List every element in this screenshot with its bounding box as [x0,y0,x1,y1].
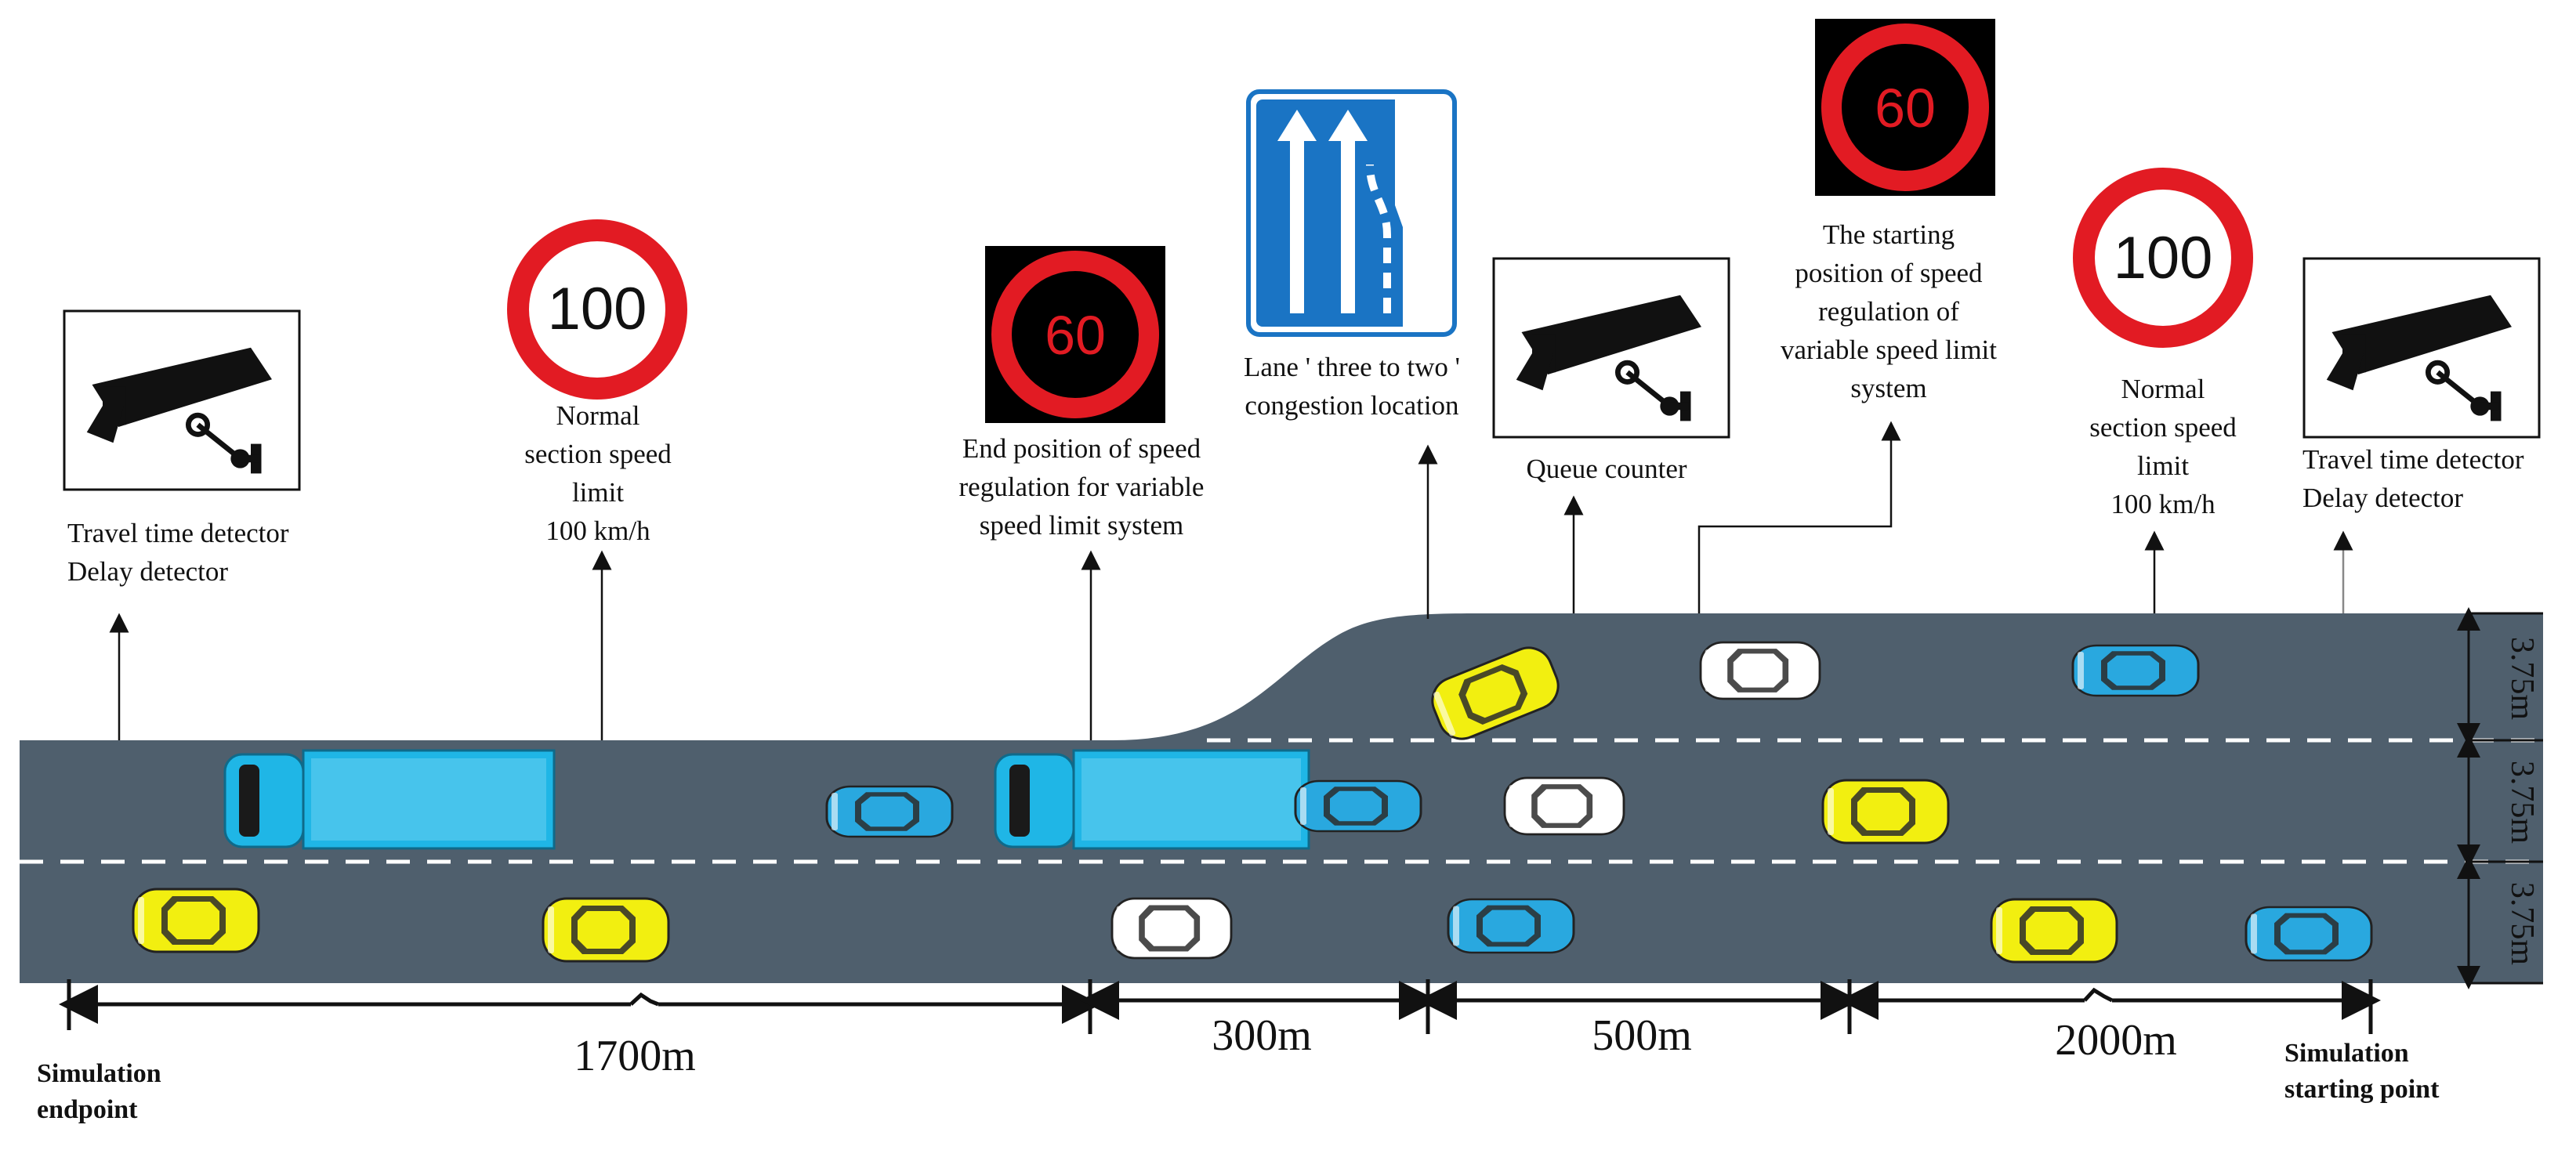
speed-limit-sign-icon: 100 [507,219,687,400]
lane-width-label: 3.75m [2504,636,2540,721]
pointer-arrows [109,421,2353,740]
speed-limit-sign-icon: 100 [2073,168,2253,348]
surveillance-camera-icon [2302,257,2541,439]
car-icon [1821,779,1950,844]
lane-width-label: 3.75m [2504,760,2540,844]
car-icon [1447,898,1575,954]
distance-label-2000: 2000m [2055,1016,2177,1065]
speed-limit-value: 100 [548,276,647,342]
distance-label-1700: 1700m [574,1032,696,1080]
queue-counter-label: Queue counter [1526,454,1687,484]
car-icon [1699,641,1821,700]
variable-speed-sign-icon: 60 [985,246,1165,423]
lane-width-label: 3.75m [2504,881,2540,966]
vsl-value: 60 [1045,305,1106,366]
lane-width-dimension [2457,607,2543,989]
distance-label-500: 500m [1592,1011,1692,1060]
surveillance-camera-icon [63,309,301,491]
car-icon [1294,779,1422,833]
car-icon [1503,776,1625,836]
surveillance-camera-icon [1492,257,1730,439]
car-icon [825,785,954,838]
speed-limit-value: 100 [2114,225,2213,291]
lane-reduction-sign-icon [1246,89,1457,337]
car-icon [132,888,260,953]
lane-drop-label: Lane ' three to two 'congestion location [1244,352,1460,421]
variable-speed-sign-icon: 60 [1815,19,1995,196]
car-icon [542,897,670,963]
truck-icon [223,749,556,850]
car-icon [1990,898,2118,964]
vsl-value: 60 [1875,78,1936,139]
car-icon [1110,897,1233,960]
truck-icon [994,749,1310,850]
car-icon [2071,644,2200,697]
distance-dimension [59,979,2381,1034]
distance-label-300: 300m [1212,1011,1312,1060]
car-icon [2244,906,2373,962]
